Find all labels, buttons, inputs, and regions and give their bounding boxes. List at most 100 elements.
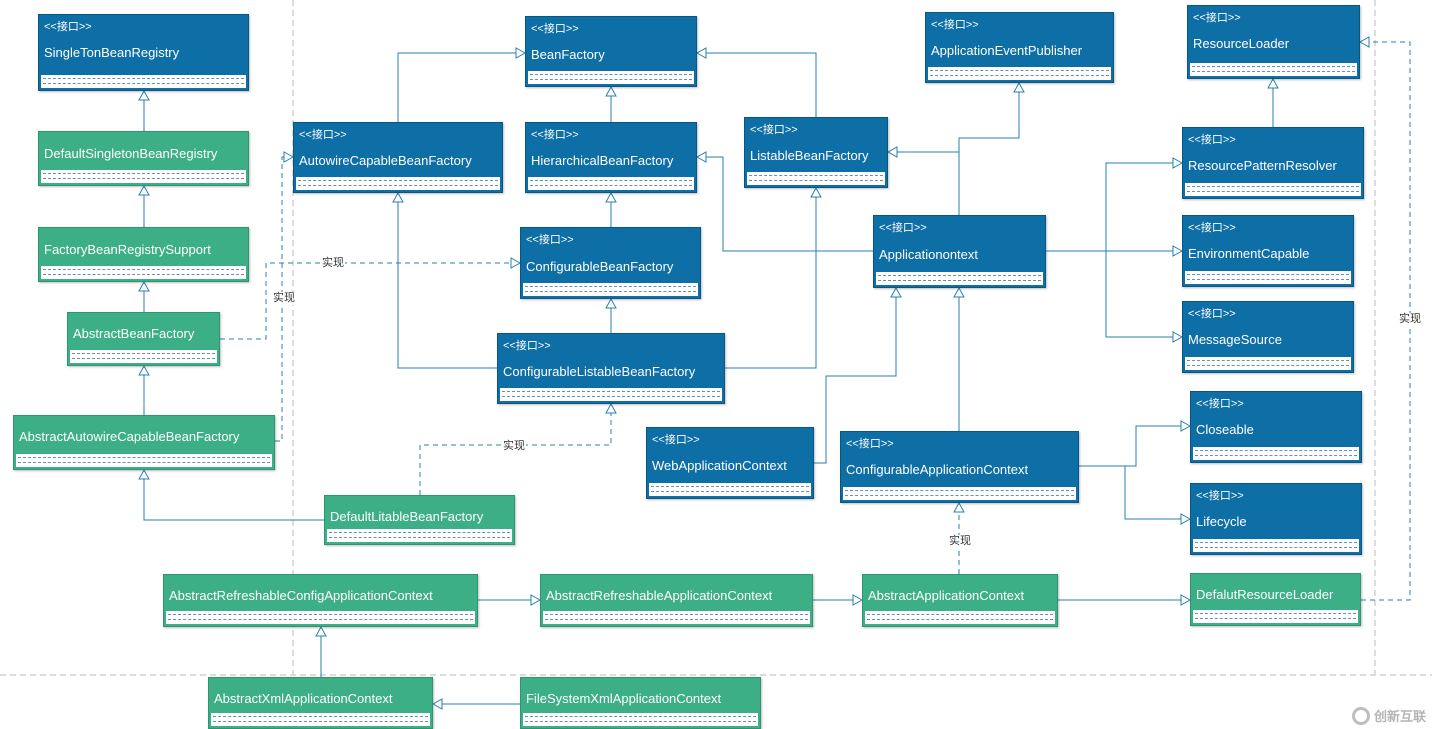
edge-dlbf-aacbf-arrowhead	[138, 468, 150, 480]
node-abstract-refreshable-application-context[interactable]: AbstractRefreshableApplicationContext	[540, 574, 813, 627]
node-configurable-bean-factory[interactable]: <<接口>> ConfigurableBeanFactory	[520, 227, 701, 299]
interface-stereotype: <<接口>>	[1188, 134, 1236, 146]
node-abstract-application-context[interactable]: AbstractApplicationContext	[862, 574, 1058, 627]
interface-stereotype: <<接口>>	[1196, 490, 1244, 502]
edge-lbf-bf-arrowhead	[695, 47, 707, 59]
node-name: AbstractAutowireCapableBeanFactory	[19, 429, 240, 444]
edge-hbf-bf-arrowhead	[605, 85, 617, 97]
edge-arac-aac-arrowhead	[852, 594, 864, 606]
edge-cac-cl	[1079, 425, 1190, 467]
edge-dsbr-sbr-arrowhead	[138, 89, 150, 101]
node-lifecycle[interactable]: <<接口>> Lifecycle	[1190, 483, 1362, 555]
member-section	[1193, 610, 1358, 623]
node-name: Lifecycle	[1196, 514, 1247, 529]
node-file-system-xml-application-context[interactable]: FileSystemXmlApplicationContext	[520, 677, 761, 729]
interface-stereotype: <<接口>>	[1188, 222, 1236, 234]
node-name: ResourcePatternResolver	[1188, 158, 1337, 173]
node-name: AutowireCapableBeanFactory	[299, 153, 472, 168]
watermark: 创新互联	[1351, 706, 1426, 725]
edge-ac-ec-arrowhead	[1172, 245, 1184, 257]
edge-clbf-cbf-arrowhead	[605, 297, 617, 309]
node-message-source[interactable]: <<接口>> MessageSource	[1182, 301, 1354, 373]
node-name: DefaultSingletonBeanRegistry	[44, 146, 218, 161]
node-hierarchical-bean-factory[interactable]: <<接口>> HierarchicalBeanFactory	[525, 122, 697, 193]
node-autowire-capable-bean-factory[interactable]: <<接口>> AutowireCapableBeanFactory	[293, 122, 503, 193]
node-default-litable-bean-factory[interactable]: DefaultLitableBeanFactory	[324, 495, 515, 545]
edge-drl-rl-arrowhead	[1358, 36, 1370, 48]
member-section	[747, 172, 885, 185]
interface-stereotype: <<接口>>	[652, 434, 700, 446]
node-name: ListableBeanFactory	[750, 148, 869, 163]
node-applicationontext[interactable]: <<接口>> Applicationontext	[873, 215, 1046, 288]
node-factory-bean-registry-support[interactable]: FactoryBeanRegistrySupport	[38, 227, 249, 282]
edge-label-drl-impl: 实现	[1398, 313, 1422, 326]
node-name: AbstractRefreshableConfigApplicationCont…	[169, 588, 433, 603]
node-name: Closeable	[1196, 422, 1254, 437]
member-section	[166, 611, 475, 624]
node-abstract-autowire-capable-bean-factory[interactable]: AbstractAutowireCapableBeanFactory	[13, 415, 275, 470]
edge-axac-arcac-arrowhead	[315, 625, 327, 637]
member-section	[876, 272, 1043, 285]
edge-ac-lbf-arrowhead	[886, 146, 898, 158]
node-name: EnvironmentCapable	[1188, 246, 1310, 261]
edge-ac-rpr	[1046, 162, 1182, 252]
member-section	[1185, 183, 1361, 196]
edge-ac-ms	[1105, 251, 1182, 338]
node-name: SingleTonBeanRegistry	[44, 45, 180, 60]
node-name: DefaultLitableBeanFactory	[330, 509, 484, 524]
member-section	[843, 487, 1076, 500]
edge-aac-drl-arrowhead	[1180, 594, 1192, 606]
node-configurable-application-context[interactable]: <<接口>> ConfigurableApplicationContext	[840, 431, 1079, 503]
edge-acbf-bf-arrowhead	[515, 47, 527, 59]
edge-fbrs-dsbr-arrowhead	[138, 184, 150, 196]
node-listable-bean-factory[interactable]: <<接口>> ListableBeanFactory	[744, 117, 888, 188]
node-environment-capable[interactable]: <<接口>> EnvironmentCapable	[1182, 215, 1354, 287]
node-name: Applicationontext	[879, 247, 979, 262]
edge-fsxac-axac-arrowhead	[431, 698, 443, 710]
member-section	[649, 483, 811, 496]
member-section	[41, 170, 246, 183]
edge-cac-lc-arrowhead	[1180, 513, 1192, 525]
interface-stereotype: <<接口>>	[503, 340, 551, 352]
node-application-event-publisher[interactable]: <<接口>> ApplicationEventPublisher	[925, 12, 1114, 83]
member-section	[211, 713, 430, 726]
edge-ac-hbf	[697, 156, 873, 252]
node-resource-loader[interactable]: <<接口>> ResourceLoader	[1187, 5, 1360, 79]
edge-clbf-acbf-arrowhead	[392, 191, 404, 203]
edge-clbf-acbf	[397, 193, 497, 369]
node-default-singleton-bean-registry[interactable]: DefaultSingletonBeanRegistry	[38, 131, 249, 186]
member-section	[1193, 539, 1359, 552]
node-name: ConfigurableBeanFactory	[526, 259, 674, 274]
watermark-text: 创新互联	[1373, 709, 1426, 724]
edge-ac-hbf-arrowhead	[695, 151, 707, 163]
interface-stereotype: <<接口>>	[299, 129, 347, 141]
node-bean-factory[interactable]: <<接口>> BeanFactory	[525, 16, 697, 87]
edge-aacbf-acbf-arrowhead	[283, 151, 295, 163]
node-single-ton-bean-registry[interactable]: <<接口>> SingleTonBeanRegistry	[38, 14, 249, 91]
member-section	[523, 283, 698, 296]
node-name: ConfigurableApplicationContext	[846, 462, 1029, 477]
interface-stereotype: <<接口>>	[44, 21, 92, 33]
node-resource-pattern-resolver[interactable]: <<接口>> ResourcePatternResolver	[1182, 127, 1364, 199]
node-abstract-bean-factory[interactable]: AbstractBeanFactory	[67, 312, 220, 366]
node-abstract-xml-application-context[interactable]: AbstractXmlApplicationContext	[208, 677, 433, 729]
member-section	[1185, 271, 1351, 284]
node-name: MessageSource	[1188, 332, 1282, 347]
node-configurable-listable-bean-factory[interactable]: <<接口>> ConfigurableListableBeanFactory	[497, 333, 725, 404]
node-abstract-refreshable-config-application-context[interactable]: AbstractRefreshableConfigApplicationCont…	[163, 574, 478, 627]
node-name: HierarchicalBeanFactory	[531, 153, 674, 168]
interface-stereotype: <<接口>>	[750, 124, 798, 136]
member-section	[16, 454, 272, 467]
node-name: WebApplicationContext	[652, 458, 787, 473]
edge-clbf-lbf-arrowhead	[810, 186, 822, 198]
edge-dlbf-clbf-arrowhead	[605, 402, 617, 414]
edge-wac-ac-arrowhead	[890, 286, 902, 298]
edge-abf-cbf	[220, 262, 520, 340]
node-defalut-resource-loader[interactable]: DefalutResourceLoader	[1190, 573, 1361, 626]
node-web-application-context[interactable]: <<接口>> WebApplicationContext	[646, 427, 814, 499]
edge-ac-aep-arrowhead	[1013, 81, 1025, 93]
edge-label-aacbf-impl: 实现	[272, 292, 296, 305]
node-closeable[interactable]: <<接口>> Closeable	[1190, 391, 1362, 463]
edge-rpr-rl-arrowhead	[1267, 77, 1279, 89]
member-section	[928, 67, 1111, 80]
